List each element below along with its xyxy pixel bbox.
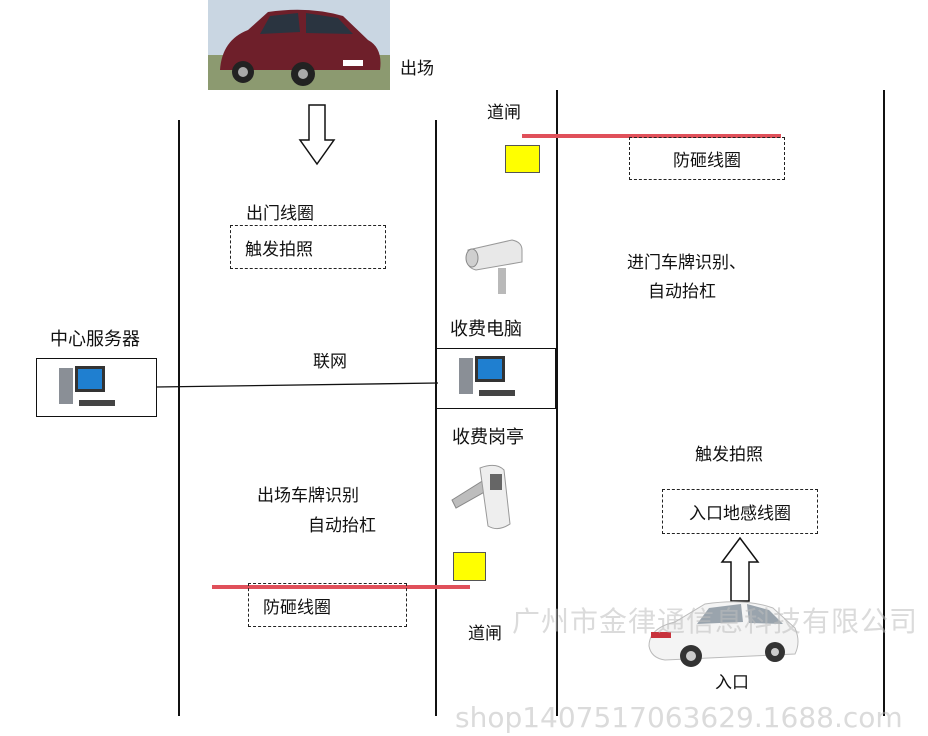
toll-pc-box — [436, 348, 556, 409]
exit-car-image — [208, 0, 390, 90]
computer-icon — [59, 366, 115, 406]
trigger-photo-entry-label: 触发拍照 — [695, 445, 763, 465]
down-arrow-icon — [298, 104, 336, 166]
trigger-photo-exit: 触发拍照 — [230, 225, 386, 269]
up-arrow-icon — [720, 536, 760, 602]
central-server-box — [36, 358, 157, 417]
lane-line — [883, 90, 885, 716]
toll-pc-label: 收费电脑 — [450, 319, 522, 340]
gate-box-bottom — [453, 552, 486, 581]
network-line — [156, 382, 438, 388]
toll-booth-label: 收费岗亭 — [452, 427, 524, 448]
exit-plate-recognition-line1: 出场车牌识别 — [257, 486, 359, 506]
central-server-label: 中心服务器 — [50, 329, 140, 350]
anti-smash-loop-top: 防砸线圈 — [629, 137, 785, 180]
camera-icon — [465, 239, 523, 294]
barrier-arm-top — [522, 134, 781, 138]
network-label: 联网 — [313, 352, 347, 372]
watermark-shop: shop1407517063629.1688.com — [455, 701, 903, 734]
lane-line — [556, 90, 558, 716]
entry-car-image — [648, 601, 799, 667]
watermark-company: 广州市金律通信息科技有限公司 — [512, 605, 919, 638]
entrance-label: 入口 — [715, 673, 749, 693]
exit-label: 出场 — [400, 59, 434, 79]
lane-line — [435, 120, 437, 716]
computer-icon — [459, 356, 515, 396]
toll-booth-image — [451, 464, 511, 530]
barrier-arm-bottom — [212, 585, 470, 589]
exit-plate-recognition-line2: 自动抬杠 — [308, 516, 376, 536]
lane-line — [178, 120, 180, 716]
anti-smash-loop-bottom: 防砸线圈 — [248, 583, 407, 627]
entry-ground-loop: 入口地感线圈 — [662, 489, 818, 534]
entry-plate-recognition-line2: 自动抬杠 — [648, 282, 716, 302]
gate-label-bottom: 道闸 — [468, 624, 502, 644]
gate-label-top: 道闸 — [487, 103, 521, 123]
gate-box-top — [505, 145, 540, 173]
exit-loop-label: 出门线圈 — [246, 204, 314, 224]
entry-plate-recognition-line1: 进门车牌识别、 — [627, 253, 746, 273]
